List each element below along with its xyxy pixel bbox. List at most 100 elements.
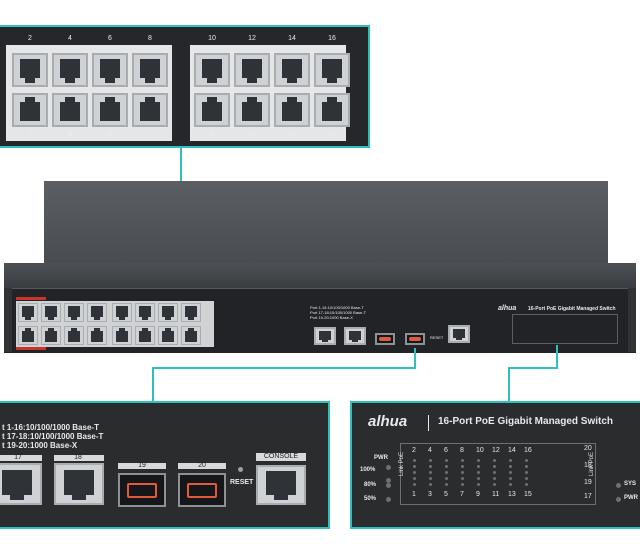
front-port-17[interactable] — [314, 327, 336, 345]
rj45-port-10[interactable] — [194, 53, 230, 87]
rj45-port-12[interactable] — [234, 53, 270, 87]
side-number-18: 18 — [584, 462, 592, 469]
rj45-port-8[interactable] — [132, 53, 168, 87]
port-led — [509, 465, 512, 468]
spec-line-1: t 1-16:10/100/1000 Base-T — [2, 423, 99, 432]
rj45-port-14[interactable] — [274, 53, 310, 87]
led-grid-frame — [400, 443, 596, 505]
port-led — [413, 459, 416, 462]
port-led — [525, 483, 528, 486]
port-led — [509, 483, 512, 486]
port-led — [493, 465, 496, 468]
front-port-18[interactable] — [344, 327, 366, 345]
port-led — [477, 459, 480, 462]
front-poe-port[interactable] — [112, 326, 132, 345]
port-19-strip — [118, 463, 166, 469]
indicator-100-led — [386, 478, 391, 483]
rj45-port-11[interactable] — [234, 93, 270, 127]
led-port-number: 9 — [476, 491, 480, 498]
front-poe-port[interactable] — [181, 326, 201, 345]
sfp-port-19[interactable] — [118, 473, 166, 507]
front-poe-port[interactable] — [87, 303, 107, 322]
brand-logo: alhua — [368, 413, 408, 430]
uplink-port-17[interactable] — [0, 463, 42, 505]
port-led — [509, 477, 512, 480]
led-port-number: 10 — [476, 447, 484, 454]
front-poe-port[interactable] — [158, 303, 178, 322]
front-sfp-20[interactable] — [405, 333, 425, 345]
front-poe-port[interactable] — [41, 326, 61, 345]
rj45-port-16[interactable] — [314, 53, 350, 87]
rj45-port-9[interactable] — [194, 93, 230, 127]
port-number-bottom: 13 — [288, 131, 296, 138]
rj45-port-6[interactable] — [92, 53, 128, 87]
front-model-title: 16-Port PoE Gigabit Managed Switch — [528, 306, 616, 312]
connector-line-left-h — [152, 367, 416, 369]
led-port-number: 7 — [460, 491, 464, 498]
front-poe-port[interactable] — [158, 326, 178, 345]
port-led — [461, 477, 464, 480]
front-poe-port[interactable] — [181, 303, 201, 322]
connector-line-right-h — [508, 367, 558, 369]
port-17-strip — [0, 455, 42, 461]
front-poe-port[interactable] — [18, 303, 38, 322]
indicator-100-label: 100% — [360, 467, 376, 473]
port-number-top: 12 — [248, 35, 256, 42]
led-port-number: 6 — [444, 447, 448, 454]
front-spec-line-2: Port 17-18:10/100/1000 Base-T — [310, 310, 367, 315]
rj45-port-3[interactable] — [52, 93, 88, 127]
port-led — [461, 465, 464, 468]
port-led — [509, 471, 512, 474]
indicator-50-label: 50% — [364, 496, 377, 502]
port-led — [445, 465, 448, 468]
front-poe-port[interactable] — [135, 326, 155, 345]
led-port-number: 13 — [508, 491, 516, 498]
front-sfp-19[interactable] — [375, 333, 395, 345]
front-poe-port[interactable] — [135, 303, 155, 322]
rj45-port-4[interactable] — [52, 53, 88, 87]
front-brand-logo: alhua — [498, 305, 517, 312]
brand-divider — [428, 415, 429, 431]
port-number-bottom: 5 — [108, 131, 112, 138]
rj45-port-1[interactable] — [12, 93, 48, 127]
console-strip — [256, 453, 306, 461]
reset-button[interactable] — [238, 467, 243, 472]
rj45-port-15[interactable] — [314, 93, 350, 127]
poe-strip-top — [16, 297, 46, 300]
console-label: CONSOLE — [263, 453, 299, 460]
connector-line-left-stub — [414, 348, 416, 369]
rj45-port-5[interactable] — [92, 93, 128, 127]
port-led — [525, 471, 528, 474]
port-led — [429, 477, 432, 480]
port-17-label: 17 — [14, 454, 22, 461]
front-poe-port[interactable] — [87, 326, 107, 345]
indicator-50-led — [386, 497, 391, 502]
port-led — [429, 465, 432, 468]
port-led — [525, 459, 528, 462]
front-console-port[interactable] — [448, 325, 470, 343]
front-led-panel — [512, 314, 618, 344]
port-number-bottom: 9 — [210, 131, 214, 138]
led-port-number: 3 — [428, 491, 432, 498]
port-led — [413, 465, 416, 468]
front-poe-port[interactable] — [64, 303, 84, 322]
sfp-port-20[interactable] — [178, 473, 226, 507]
led-port-number: 2 — [412, 447, 416, 454]
rj45-port-7[interactable] — [132, 93, 168, 127]
connector-line-right-stub — [556, 345, 558, 369]
rj45-port-2[interactable] — [12, 53, 48, 87]
port-18-label: 18 — [74, 454, 82, 461]
front-poe-port[interactable] — [64, 326, 84, 345]
front-poe-port[interactable] — [41, 303, 61, 322]
port-led — [429, 459, 432, 462]
front-poe-port[interactable] — [18, 326, 38, 345]
front-poe-port[interactable] — [112, 303, 132, 322]
side-number-17: 17 — [584, 493, 592, 500]
uplink-port-18[interactable] — [54, 463, 104, 505]
port-led — [525, 477, 528, 480]
rj45-port-13[interactable] — [274, 93, 310, 127]
console-port[interactable] — [256, 465, 306, 505]
port-led — [413, 483, 416, 486]
model-title: 16-Port PoE Gigabit Managed Switch — [438, 416, 614, 427]
